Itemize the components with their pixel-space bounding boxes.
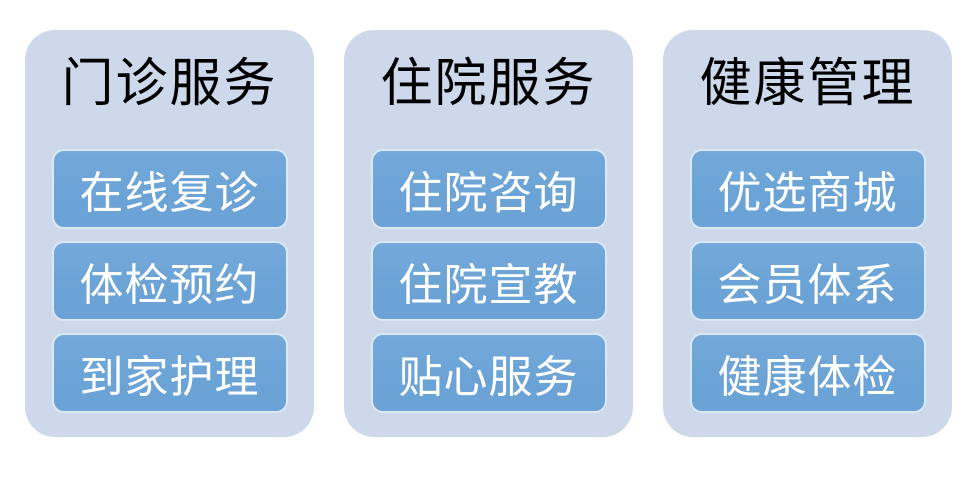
preferred-mall-button[interactable]: 优选商城 (689, 149, 926, 229)
services-board: 门诊服务 在线复诊 体检预约 到家护理 住院服务 住院咨询 住院宣教 贴心服务 … (25, 30, 952, 437)
card-inpatient-services: 住院服务 住院咨询 住院宣教 贴心服务 (344, 30, 633, 437)
membership-system-button[interactable]: 会员体系 (689, 241, 926, 321)
hospitalization-consult-button[interactable]: 住院咨询 (370, 149, 607, 229)
home-care-button[interactable]: 到家护理 (51, 333, 288, 413)
card-outpatient-services: 门诊服务 在线复诊 体检预约 到家护理 (25, 30, 314, 437)
card-title-outpatient: 门诊服务 (61, 56, 278, 113)
hospitalization-education-button[interactable]: 住院宣教 (370, 241, 607, 321)
card-title-health-management: 健康管理 (699, 56, 916, 113)
online-followup-button[interactable]: 在线复诊 (51, 149, 288, 229)
checkup-booking-button[interactable]: 体检预约 (51, 241, 288, 321)
caring-service-button[interactable]: 贴心服务 (370, 333, 607, 413)
card-health-management: 健康管理 优选商城 会员体系 健康体检 (663, 30, 952, 437)
health-checkup-button[interactable]: 健康体检 (689, 333, 926, 413)
card-title-inpatient: 住院服务 (380, 56, 597, 113)
